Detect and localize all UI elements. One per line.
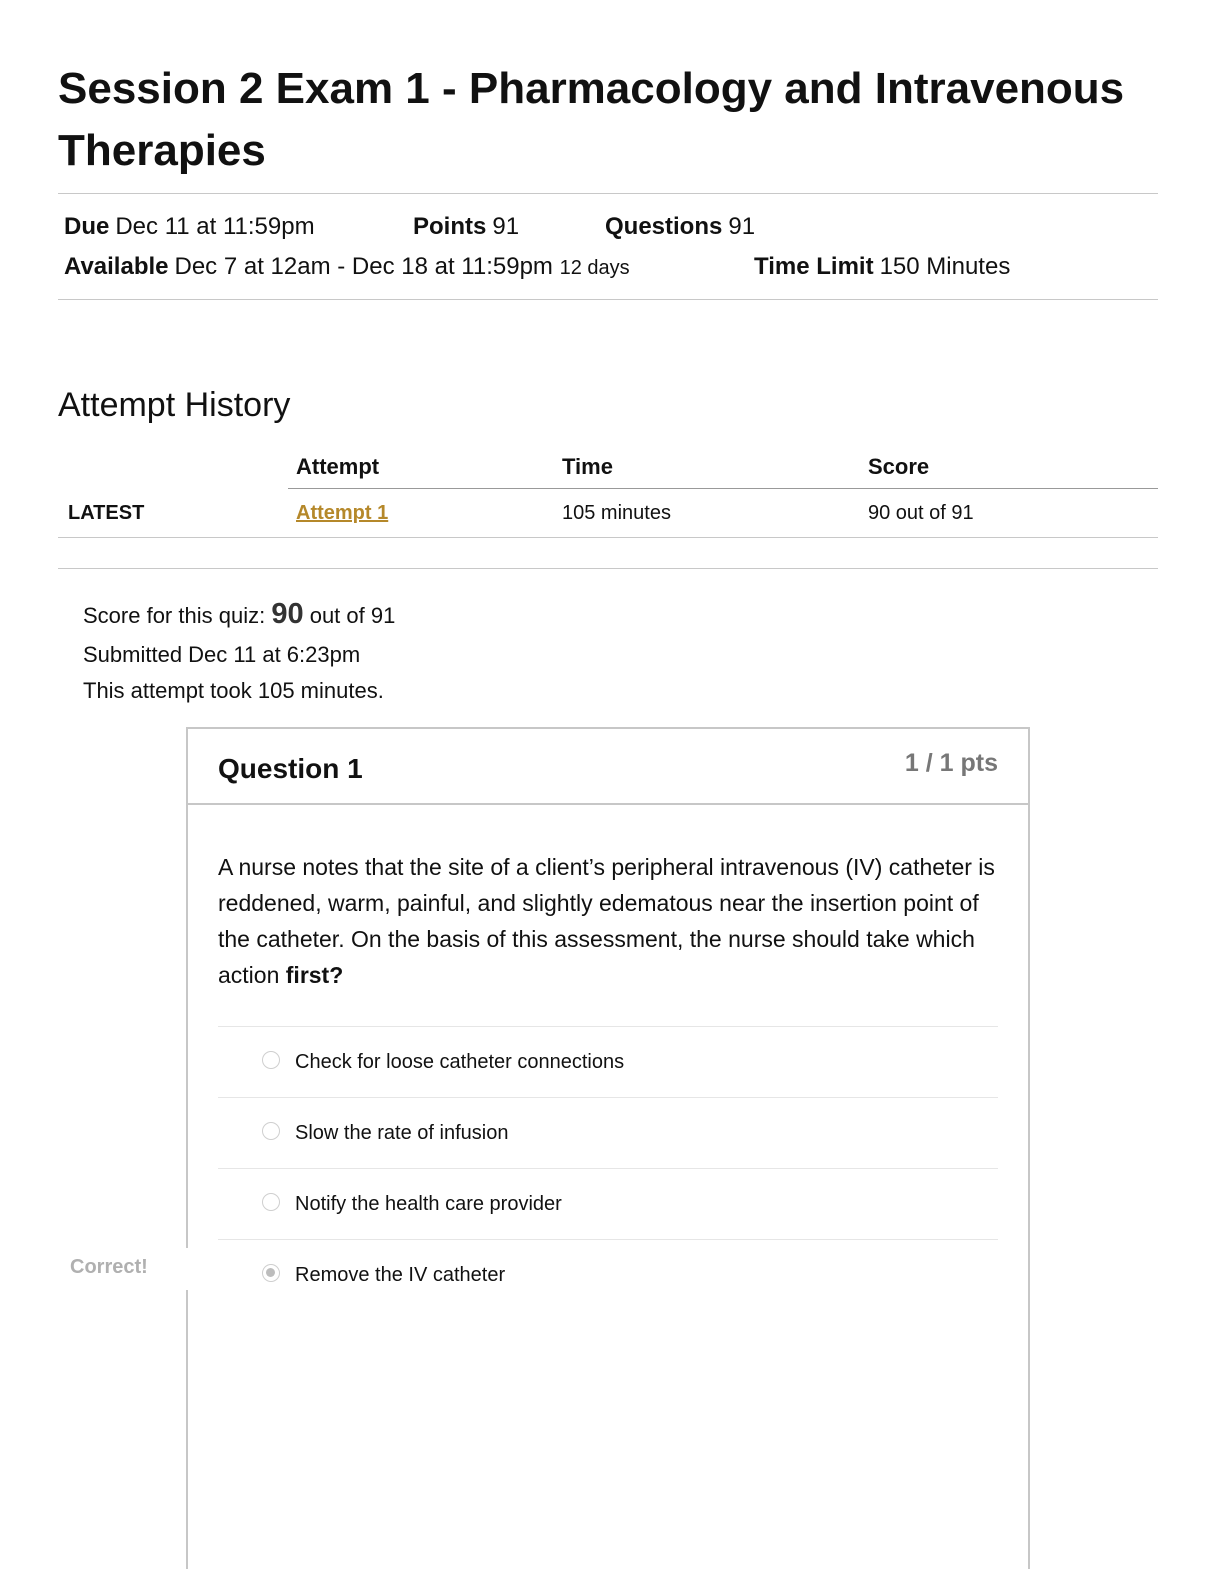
question-header: Question 1 1 / 1 pts — [188, 729, 1028, 805]
questions-value: 91 — [728, 213, 756, 240]
column-header-time: Time — [562, 454, 613, 479]
question-text: A nurse notes that the site of a client’… — [218, 849, 998, 993]
header-divider — [288, 488, 1158, 489]
answer-option-selected[interactable]: Remove the IV catheter — [218, 1239, 998, 1310]
column-header-score: Score — [868, 454, 930, 479]
question-card: Question 1 1 / 1 pts A nurse notes that … — [186, 727, 1030, 1569]
score-value: 90 — [271, 598, 304, 630]
points-label: Points — [413, 213, 487, 240]
attempt-1-link[interactable]: Attempt 1 — [296, 502, 389, 524]
available-days: 12 days — [559, 257, 630, 279]
page-title: Session 2 Exam 1 - Pharmacology and Intr… — [58, 64, 1125, 175]
score-prefix: Score for this quiz: — [83, 603, 266, 628]
answer-label: Notify the health care provider — [295, 1193, 562, 1215]
divider — [58, 537, 1158, 538]
answer-option[interactable]: Check for loose catheter connections — [218, 1026, 998, 1097]
answer-label: Remove the IV catheter — [295, 1264, 506, 1286]
available-value: Dec 7 at 12am - Dec 18 at 11:59pm — [174, 253, 553, 280]
correct-flag-notch — [180, 1248, 194, 1290]
attempt-score: 90 out of 91 — [868, 502, 974, 524]
question-body: A nurse notes that the site of a client’… — [218, 854, 995, 988]
answer-list: Check for loose catheter connections Slo… — [218, 1026, 998, 1310]
due-value: Dec 11 at 11:59pm — [115, 213, 315, 240]
answer-option[interactable]: Slow the rate of infusion — [218, 1097, 998, 1168]
latest-tag: LATEST — [68, 502, 145, 524]
radio-button[interactable] — [262, 1051, 280, 1069]
available-label: Available — [64, 253, 169, 280]
correct-answer-flag: Correct! — [70, 1256, 148, 1278]
attempt-history-heading: Attempt History — [58, 386, 291, 424]
question-points: 1 / 1 pts — [904, 749, 998, 777]
radio-button[interactable] — [262, 1122, 280, 1140]
answer-label: Check for loose catheter connections — [295, 1051, 625, 1073]
duration-line: This attempt took 105 minutes. — [83, 678, 384, 703]
answer-label: Slow the rate of infusion — [295, 1122, 509, 1144]
column-header-attempt: Attempt — [296, 454, 380, 479]
question-title: Question 1 — [218, 753, 363, 784]
time-limit-label: Time Limit — [754, 253, 874, 280]
radio-button-selected[interactable] — [262, 1264, 280, 1282]
answer-option[interactable]: Notify the health care provider — [218, 1168, 998, 1239]
submitted-line: Submitted Dec 11 at 6:23pm — [83, 642, 361, 667]
quiz-score-line: Score for this quiz: 90 out of 91 — [83, 600, 395, 630]
question-emphasis: first? — [285, 962, 344, 988]
attempt-time: 105 minutes — [562, 502, 671, 524]
divider — [58, 568, 1158, 569]
questions-label: Questions — [605, 213, 723, 240]
points-value: 91 — [492, 213, 520, 240]
divider — [58, 299, 1158, 300]
divider — [58, 193, 1158, 194]
radio-button[interactable] — [262, 1193, 280, 1211]
score-suffix: out of 91 — [309, 603, 396, 628]
time-limit-value: 150 Minutes — [879, 253, 1011, 280]
due-label: Due — [64, 213, 110, 240]
